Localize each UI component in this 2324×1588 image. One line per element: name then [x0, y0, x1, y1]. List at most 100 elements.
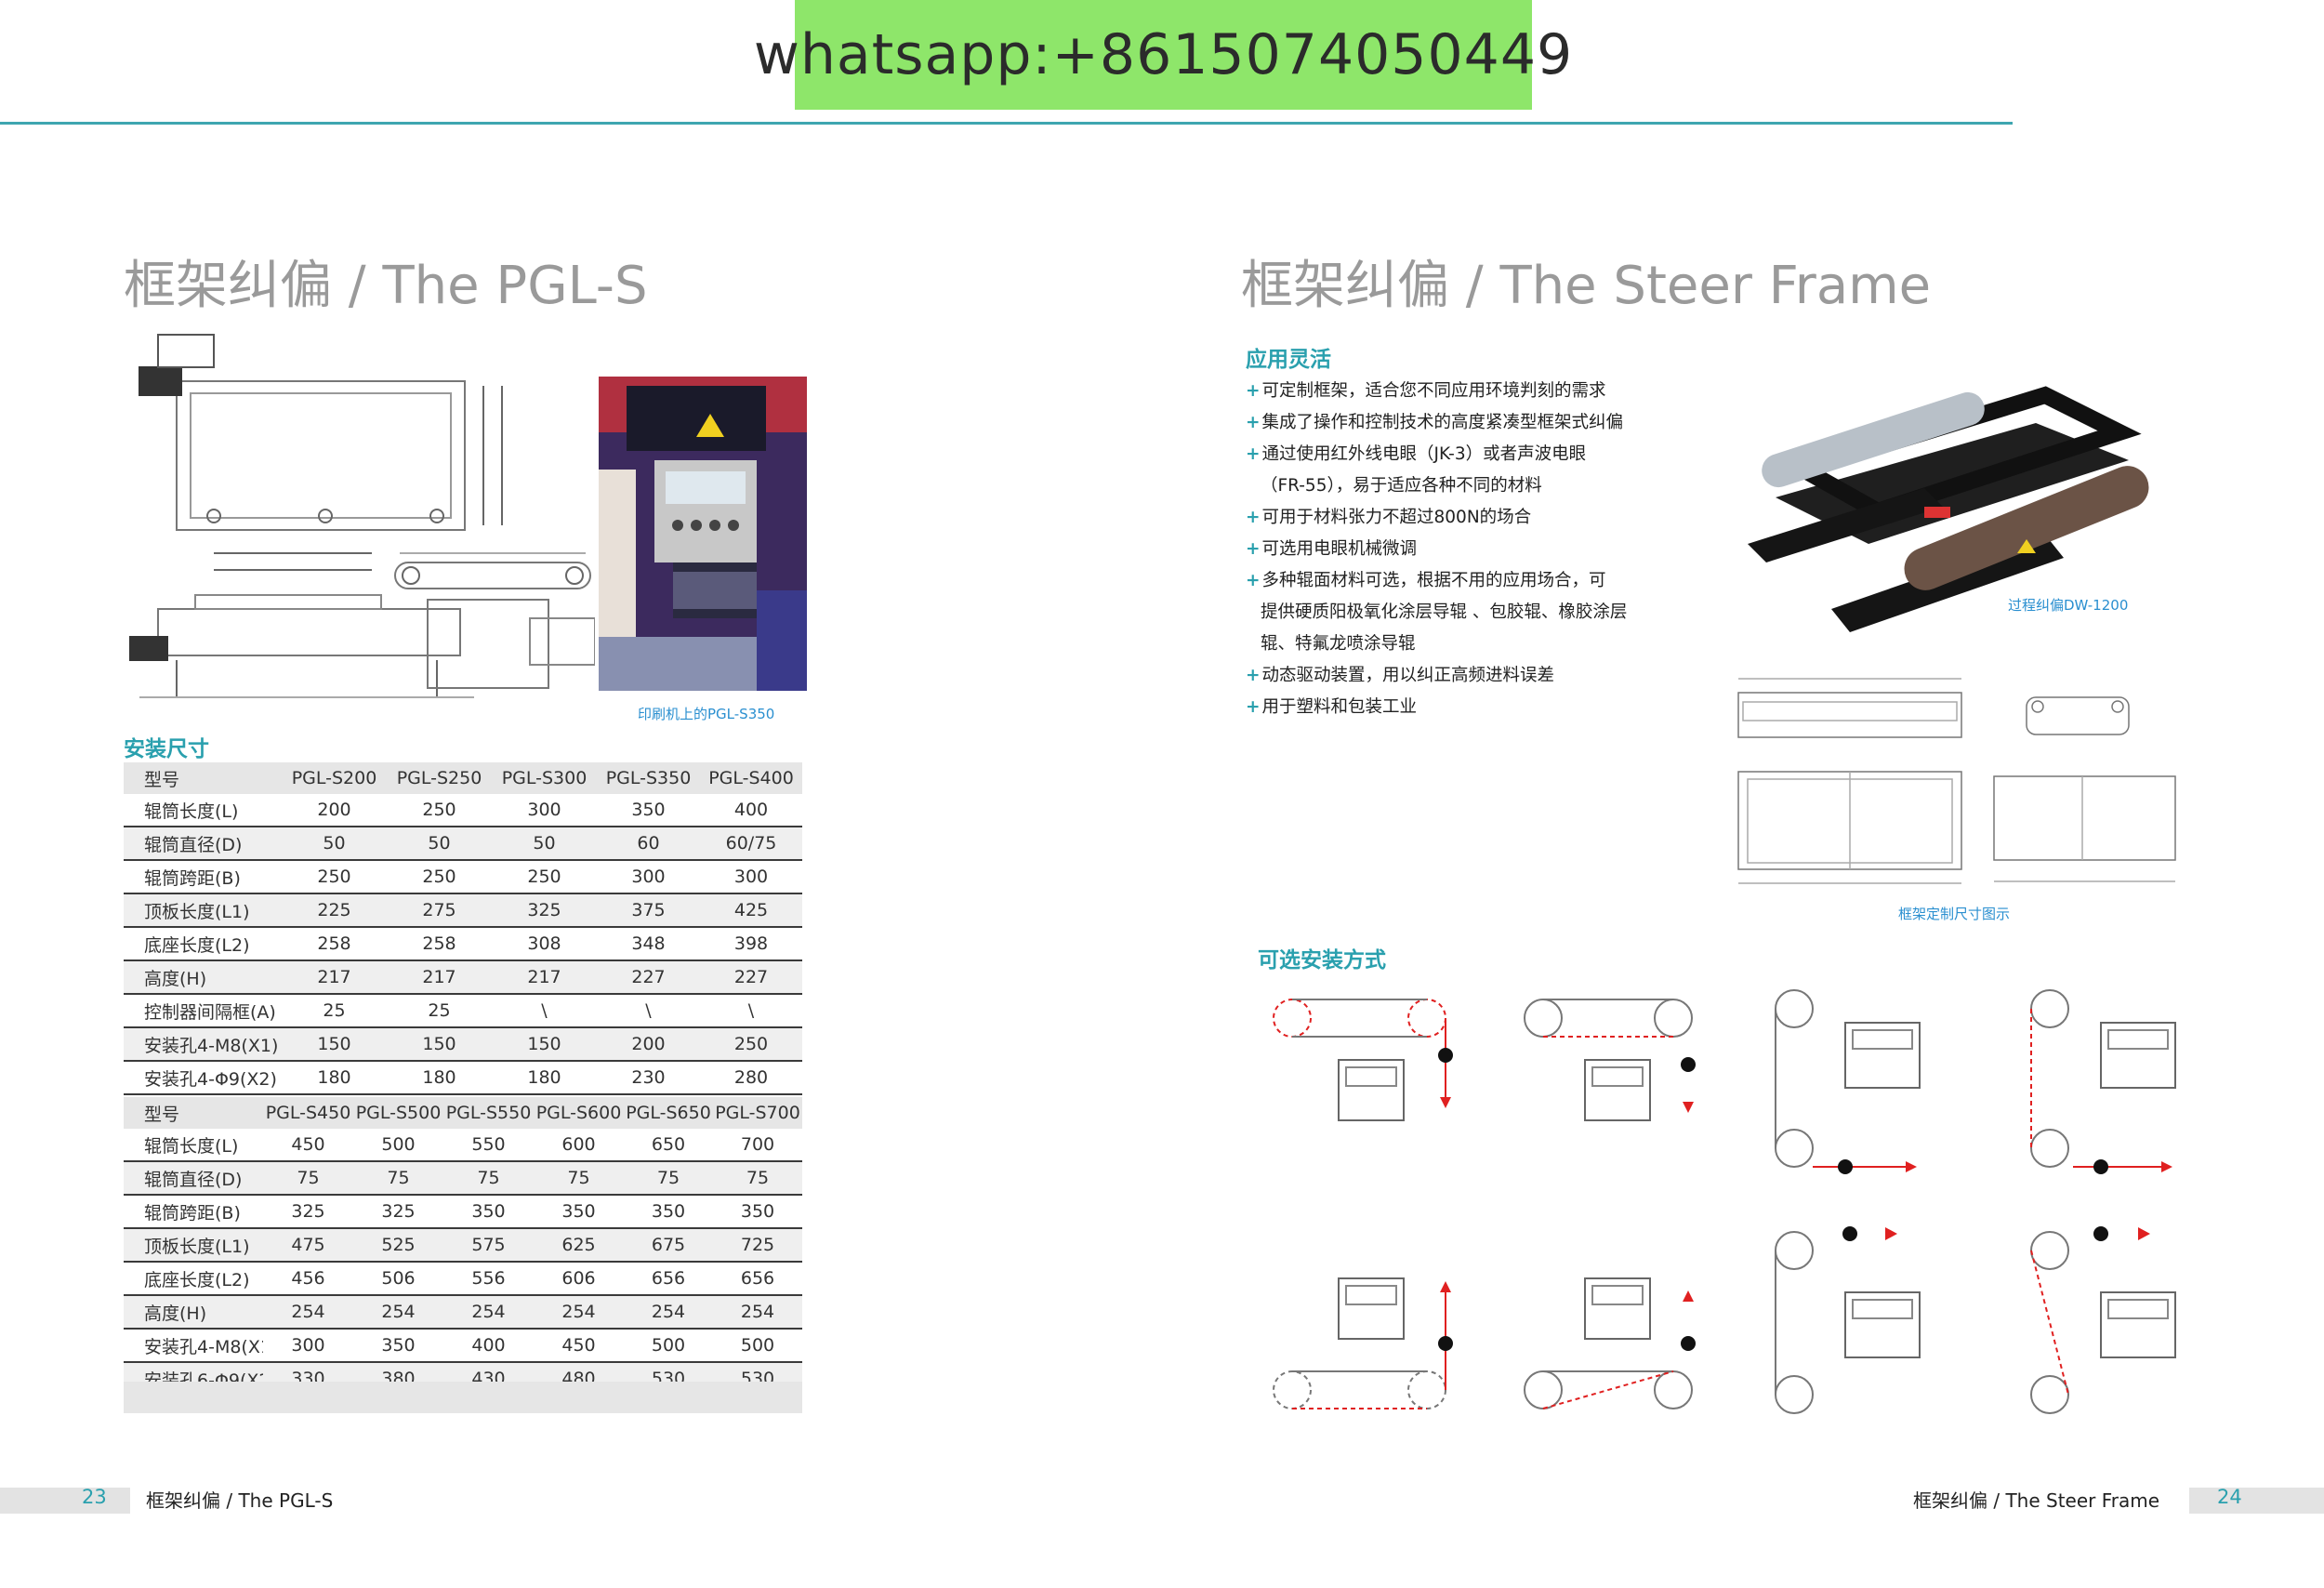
mount-option-2 [1524, 999, 1696, 1121]
mount-option-1 [1273, 999, 1453, 1121]
cell-value: 254 [740, 1302, 775, 1322]
cell-value: 25 [428, 1000, 451, 1021]
cell-value: 50 [428, 833, 451, 854]
cell-value: 300 [631, 867, 666, 887]
row-label: 辊筒直径(D) [144, 1169, 243, 1190]
table2-header: PGL-S550 [445, 1103, 532, 1123]
cell-value: 325 [291, 1201, 325, 1222]
cell-value: 700 [740, 1134, 775, 1155]
cell-value: 525 [381, 1235, 416, 1255]
steer-frame-product-image [1748, 386, 2149, 632]
cell-value: 600 [561, 1134, 596, 1155]
table2-header: PGL-S650 [626, 1103, 711, 1123]
feature-item: （FR-55），易于适应各种不同的材料 [1246, 470, 1655, 502]
cell-value: 254 [561, 1302, 596, 1322]
cell-value: 258 [317, 933, 351, 954]
table2-header: PGL-S450 [265, 1103, 351, 1123]
plus-icon: + [1246, 571, 1261, 590]
cell-value: 675 [651, 1235, 686, 1255]
features-heading: 应用灵活 [1246, 348, 1331, 372]
right-page-number: 24 [2217, 1486, 2242, 1508]
row-label: 辊筒跨距(B) [144, 867, 241, 889]
row-label: 底座长度(L2) [144, 1269, 250, 1290]
cell-value: 450 [561, 1335, 596, 1356]
mounting-diagrams-row-2 [1273, 1226, 2176, 1414]
cell-value: 150 [527, 1034, 561, 1054]
left-page-number: 23 [82, 1486, 107, 1508]
table-row: 控制器间隔框(A) 25 25 \ \ \ [124, 994, 802, 1027]
cell-value: 350 [561, 1201, 596, 1222]
cell-value: 75 [387, 1168, 410, 1188]
cell-value: 258 [422, 933, 456, 954]
cell-value: \ [747, 1000, 755, 1021]
row-label: 底座长度(L2) [144, 934, 250, 956]
cell-value: 75 [656, 1168, 680, 1188]
cell-value: 656 [651, 1268, 686, 1289]
row-label: 安装孔4-Φ9(X2) [144, 1068, 277, 1090]
custom-frame-dimension-drawing [1737, 678, 2176, 884]
cell-value: 350 [471, 1201, 506, 1222]
photo-caption: 印刷机上的PGL-S350 [638, 706, 775, 722]
feature-item: +动态驱动装置，用以纠正高频进料误差 [1246, 660, 1655, 692]
row-label: 控制器间隔框(A) [144, 1001, 276, 1023]
cell-value: 325 [527, 900, 561, 920]
plus-icon: + [1246, 508, 1261, 527]
feature-text: 提供硬质阳极氧化涂层导辊 、包胶辊、橡胶涂层 [1261, 602, 1628, 622]
mounting-diagrams-row-1 [1273, 989, 2176, 1174]
cell-value: 150 [422, 1034, 456, 1054]
cell-value: 425 [733, 900, 769, 920]
cell-value: 606 [561, 1268, 596, 1289]
cell-value: 375 [631, 900, 666, 920]
cell-value: 550 [471, 1134, 506, 1155]
cell-value: 575 [471, 1235, 506, 1255]
cell-value: 400 [471, 1335, 506, 1356]
cell-value: 325 [381, 1201, 416, 1222]
cell-value: 75 [746, 1168, 770, 1188]
whatsapp-banner: whatsapp:+8615074050449 [754, 0, 1572, 110]
cell-value: 180 [422, 1067, 456, 1088]
feature-item: +集成了操作和控制技术的高度紧凑型框架式纠偏 [1246, 407, 1655, 439]
row-label: 辊筒直径(D) [144, 834, 243, 855]
cell-value: \ [541, 1000, 548, 1021]
plus-icon: + [1246, 697, 1261, 717]
table1-header: 型号 [144, 769, 180, 790]
table1-header: PGL-S300 [501, 768, 588, 788]
cell-value: 60/75 [725, 833, 777, 854]
right-footer-bar [2189, 1488, 2324, 1514]
plus-icon: + [1246, 381, 1261, 401]
feature-item: 辊、特氟龙喷涂导辊 [1246, 629, 1655, 660]
cell-value: 456 [291, 1268, 325, 1289]
cell-value: 250 [422, 800, 456, 820]
feature-text: 多种辊面材料可选，根据不用的应用场合，可 [1261, 571, 1606, 590]
cell-value: 348 [631, 933, 666, 954]
cell-value: 75 [477, 1168, 500, 1188]
cell-value: 217 [422, 967, 456, 987]
feature-text: 集成了操作和控制技术的高度紧凑型框架式纠偏 [1261, 413, 1624, 432]
feature-list: +可定制框架，适合您不同应用环境判刻的需求+集成了操作和控制技术的高度紧凑型框架… [1246, 376, 1655, 723]
cell-value: 725 [740, 1235, 775, 1255]
plus-icon: + [1246, 666, 1261, 685]
cell-value: 227 [733, 967, 769, 987]
cell-value: 350 [740, 1201, 775, 1222]
right-footer-label: 框架纠偏 / The Steer Frame [1913, 1489, 2160, 1512]
cell-value: 150 [317, 1034, 351, 1054]
cell-value: 225 [317, 900, 351, 920]
feature-item: +可选用电眼机械微调 [1246, 534, 1655, 565]
feature-text: 可用于材料张力不超过800N的场合 [1261, 508, 1532, 527]
cell-value: 475 [291, 1235, 325, 1255]
row-label: 高度(H) [144, 968, 207, 989]
cell-value: 60 [637, 833, 660, 854]
feature-text: 通过使用红外线电眼（JK-3）或者声波电眼 [1261, 444, 1587, 464]
cell-value: 25 [323, 1000, 346, 1021]
table2-header: PGL-S700 [715, 1103, 800, 1123]
cell-value: \ [645, 1000, 652, 1021]
cell-value: 500 [740, 1335, 775, 1356]
right-page-title: 框架纠偏 / The Steer Frame [1241, 256, 1932, 316]
feature-text: 辊、特氟龙喷涂导辊 [1261, 634, 1416, 654]
